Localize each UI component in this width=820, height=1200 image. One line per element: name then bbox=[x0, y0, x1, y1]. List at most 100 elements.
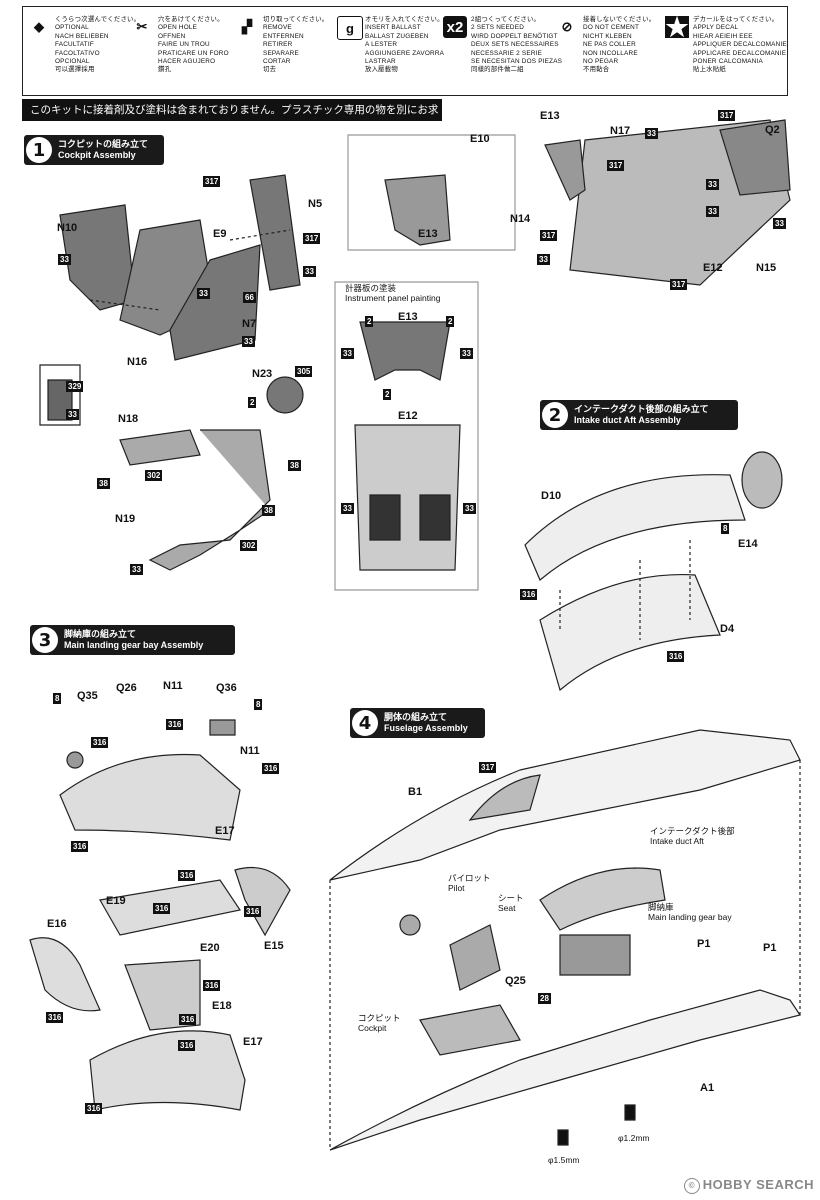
color-code-tag: 302 bbox=[240, 540, 258, 551]
part-label: N19 bbox=[115, 513, 136, 525]
color-code-tag: 316 bbox=[85, 1103, 103, 1114]
color-code-tag: 38 bbox=[262, 505, 275, 516]
color-code-tag: 33 bbox=[537, 254, 550, 265]
part-label: E20 bbox=[200, 942, 220, 954]
part-label: N7 bbox=[242, 318, 257, 330]
part-label: E17 bbox=[243, 1036, 263, 1048]
color-code-tag: 33 bbox=[197, 288, 210, 299]
part-label: N5 bbox=[308, 198, 323, 210]
part-label: E13 bbox=[540, 110, 560, 122]
part-label: E10 bbox=[470, 133, 490, 145]
part-label: B1 bbox=[408, 786, 423, 798]
color-code-tag: 316 bbox=[262, 763, 280, 774]
part-label: A1 bbox=[700, 1082, 715, 1094]
part-label: E18 bbox=[212, 1000, 232, 1012]
color-code-tag: 33 bbox=[58, 254, 71, 265]
color-code-tag: 8 bbox=[254, 699, 263, 710]
color-code-tag: 66 bbox=[243, 292, 256, 303]
part-label: E13 bbox=[418, 228, 438, 240]
part-label: E12 bbox=[398, 410, 418, 422]
make-two-icon: x2 bbox=[443, 16, 467, 38]
color-code-tag: 2 bbox=[446, 316, 455, 327]
color-code-tag: 316 bbox=[667, 651, 685, 662]
color-code-tag: 317 bbox=[670, 279, 688, 290]
color-code-tag: 316 bbox=[203, 980, 221, 991]
color-code-tag: 317 bbox=[607, 160, 625, 171]
color-code-tag: 33 bbox=[242, 336, 255, 347]
color-code-tag: 316 bbox=[46, 1012, 64, 1023]
part-label: N18 bbox=[118, 413, 139, 425]
color-code-tag: 329 bbox=[66, 381, 84, 392]
color-code-tag: 33 bbox=[341, 348, 354, 359]
color-code-tag: 317 bbox=[540, 230, 558, 241]
color-code-tag: 38 bbox=[288, 460, 301, 471]
color-code-tag: 28 bbox=[538, 993, 551, 1004]
part-label: N11 bbox=[240, 745, 260, 757]
copyright-icon: © bbox=[683, 1178, 700, 1194]
part-label: D10 bbox=[541, 490, 562, 502]
color-code-tag: 316 bbox=[166, 719, 184, 730]
color-code-tag: 2 bbox=[383, 389, 392, 400]
part-label: N11 bbox=[163, 680, 183, 692]
drill-hole-icon: ✂ bbox=[136, 19, 148, 34]
notice-banner: このキットに接着剤及び塗料は含まれておりません。プラスチック専用の物を別にお求め… bbox=[22, 99, 442, 138]
cut-off-icon: ▞ bbox=[242, 19, 252, 34]
color-code-tag: 302 bbox=[145, 470, 163, 481]
color-code-tag: 33 bbox=[773, 218, 786, 229]
color-code-tag: 33 bbox=[130, 564, 143, 575]
part-label: E12 bbox=[703, 262, 723, 274]
color-code-tag: 33 bbox=[66, 409, 79, 420]
part-label: P1 bbox=[763, 942, 777, 954]
color-code-tag: 316 bbox=[244, 906, 262, 917]
part-label: N10 bbox=[57, 222, 78, 234]
color-code-tag: 8 bbox=[53, 693, 62, 704]
color-code-tag: 38 bbox=[97, 478, 110, 489]
part-label: E9 bbox=[213, 228, 227, 240]
color-code-tag: 33 bbox=[341, 503, 354, 514]
color-code-tag: 2 bbox=[248, 397, 257, 408]
drill-size: φ1.5mm bbox=[548, 1155, 580, 1165]
part-label: N15 bbox=[756, 262, 777, 274]
part-label: N17 bbox=[610, 125, 631, 137]
part-label: Q25 bbox=[505, 975, 526, 987]
watermark: ©HOBBY SEARCH bbox=[683, 1177, 814, 1194]
color-code-tag: 33 bbox=[645, 128, 658, 139]
part-label: E15 bbox=[264, 940, 284, 952]
part-label: D4 bbox=[720, 623, 735, 635]
drill-size: φ1.2mm bbox=[618, 1133, 650, 1143]
part-label: P1 bbox=[697, 938, 711, 950]
part-label: E17 bbox=[215, 825, 235, 837]
color-code-tag: 33 bbox=[463, 503, 476, 514]
part-label: N16 bbox=[127, 356, 148, 368]
step-number: 3 bbox=[32, 627, 58, 653]
part-label: E14 bbox=[738, 538, 758, 550]
part-label: Q35 bbox=[77, 690, 98, 702]
part-label: Q26 bbox=[116, 682, 137, 694]
color-code-tag: 316 bbox=[178, 1040, 196, 1051]
